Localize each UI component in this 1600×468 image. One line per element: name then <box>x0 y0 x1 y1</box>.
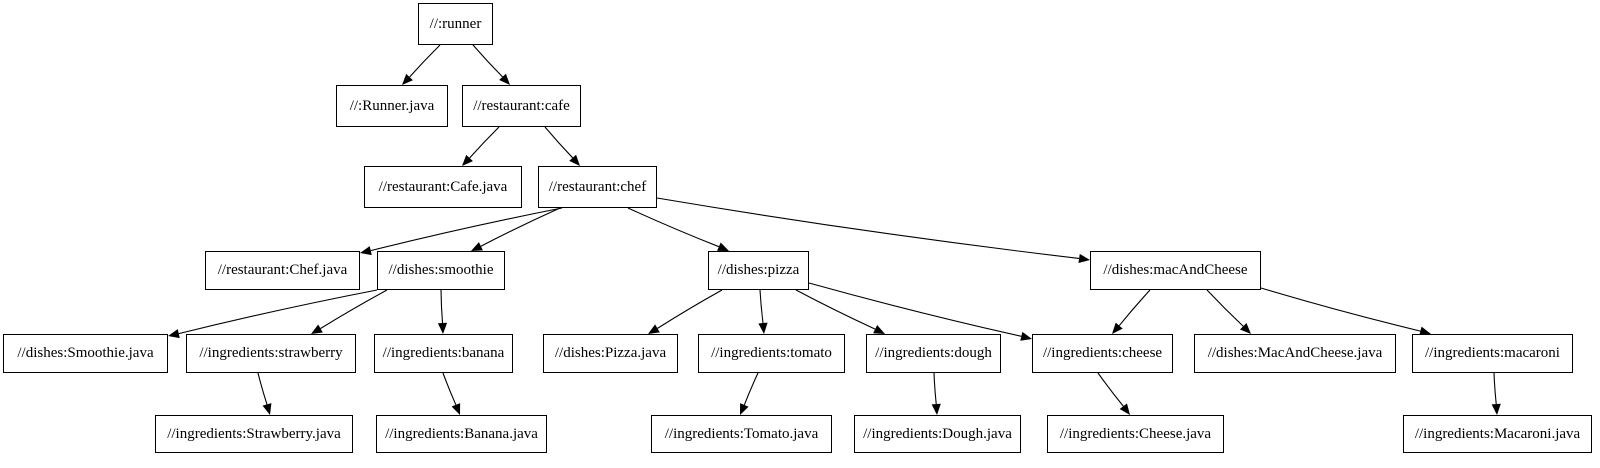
graph-node-restaurant-chef[interactable]: //restaurant:chef <box>538 166 657 208</box>
arrowhead-icon <box>462 154 473 166</box>
graph-edge <box>656 197 1090 263</box>
arrowhead-icon <box>740 403 749 415</box>
arrowhead-icon <box>1078 253 1090 263</box>
arrowhead-icon <box>360 246 372 256</box>
arrowhead-icon <box>1020 331 1032 341</box>
graph-node-ing-dough[interactable]: //ingredients:dough <box>866 334 1001 373</box>
graph-node-label: //restaurant:Chef.java <box>217 262 348 278</box>
arrowhead-icon <box>471 242 483 251</box>
arrowhead-icon <box>1491 403 1501 415</box>
graph-node-label: //dishes:pizza <box>717 262 800 278</box>
graph-node-label: //ingredients:dough <box>875 345 992 361</box>
graph-edge <box>1260 287 1431 336</box>
graph-edge <box>931 372 941 415</box>
graph-node-ing-tomato[interactable]: //ingredients:tomato <box>698 334 845 373</box>
graph-node-ing-macaroni[interactable]: //ingredients:macaroni <box>1412 334 1573 373</box>
graph-edge <box>360 207 563 256</box>
graph-edge <box>544 126 580 166</box>
graph-node-ing-strawberry[interactable]: //ingredients:strawberry <box>186 334 356 373</box>
arrowhead-icon <box>437 322 448 334</box>
graph-node-label: //ingredients:Cheese.java <box>1059 425 1212 442</box>
graph-node-label: //:runner <box>429 15 482 32</box>
graph-edge <box>1491 372 1501 415</box>
graph-edge <box>795 289 885 334</box>
graph-node-mac-java[interactable]: //dishes:MacAndCheese.java <box>1194 334 1396 373</box>
graph-node-label: //ingredients:strawberry <box>199 345 343 361</box>
graph-node-dishes-pizza[interactable]: //dishes:pizza <box>708 251 809 290</box>
graph-node-label: //ingredients:Banana.java <box>385 425 538 442</box>
graph-edge <box>471 207 561 251</box>
graph-edge <box>648 289 723 334</box>
graph-node-dishes-smoothie[interactable]: //dishes:smoothie <box>377 251 505 290</box>
arrowhead-icon <box>758 322 768 334</box>
graph-node-label: //ingredients:banana <box>382 345 505 361</box>
graph-edge <box>437 289 448 334</box>
graph-edge <box>1206 289 1251 334</box>
arrowhead-icon <box>931 403 941 415</box>
graph-node-label: //restaurant:cafe <box>473 97 570 114</box>
arrowhead-icon <box>1112 322 1123 334</box>
graph-node-label: //ingredients:Tomato.java <box>664 425 819 442</box>
arrowhead-icon <box>648 324 660 334</box>
arrowhead-icon <box>402 73 413 85</box>
graph-node-label: //ingredients:tomato <box>711 345 832 361</box>
graph-edge <box>442 372 461 415</box>
graph-edge <box>1097 372 1130 415</box>
arrowhead-icon <box>1239 322 1251 334</box>
graph-node-label: //ingredients:Dough.java <box>863 425 1012 442</box>
graph-node-ing-cheese[interactable]: //ingredients:cheese <box>1032 334 1173 373</box>
graph-node-label: //ingredients:cheese <box>1042 345 1163 361</box>
graph-node-runner[interactable]: //:runner <box>418 3 493 45</box>
graph-node-label: //dishes:MacAndCheese.java <box>1207 345 1383 361</box>
graph-edge <box>462 126 500 166</box>
graph-edge <box>740 372 759 415</box>
graph-node-label: //restaurant:chef <box>548 178 647 195</box>
arrowhead-icon <box>311 324 323 334</box>
graph-node-runner-java[interactable]: //:Runner.java <box>336 85 448 127</box>
graph-node-banana-java[interactable]: //ingredients:Banana.java <box>376 415 547 453</box>
graph-node-ing-banana[interactable]: //ingredients:banana <box>374 334 513 373</box>
graph-node-dough-java[interactable]: //ingredients:Dough.java <box>854 415 1021 453</box>
graph-node-dishes-mac[interactable]: //dishes:macAndCheese <box>1090 251 1261 290</box>
graph-node-macaroni-java[interactable]: //ingredients:Macaroni.java <box>1403 415 1592 453</box>
graph-node-strawberry-java[interactable]: //ingredients:Strawberry.java <box>155 415 353 453</box>
graph-node-smoothie-java[interactable]: //dishes:Smoothie.java <box>3 334 168 373</box>
graph-edge <box>472 44 510 85</box>
graph-edge <box>168 289 378 339</box>
graph-edge <box>758 289 768 334</box>
graph-node-cheese-java[interactable]: //ingredients:Cheese.java <box>1047 415 1224 453</box>
graph-edge <box>402 44 441 85</box>
graph-node-pizza-java[interactable]: //dishes:Pizza.java <box>543 334 678 373</box>
arrowhead-icon <box>499 73 510 85</box>
graph-edge <box>808 282 1032 341</box>
arrowhead-icon <box>168 329 180 339</box>
graph-node-label: //dishes:Smoothie.java <box>17 345 154 361</box>
arrowhead-icon <box>262 403 272 415</box>
graph-node-tomato-java[interactable]: //ingredients:Tomato.java <box>651 415 832 453</box>
graph-edge <box>627 207 729 251</box>
arrowhead-icon <box>1119 403 1130 415</box>
graph-edge <box>1112 289 1151 334</box>
graph-node-label: //:Runner.java <box>349 97 435 114</box>
graph-edge <box>257 372 272 415</box>
graph-node-label: //ingredients:Strawberry.java <box>167 425 341 442</box>
arrowhead-icon <box>1419 326 1431 336</box>
graph-node-chef-java[interactable]: //restaurant:Chef.java <box>205 251 360 290</box>
graph-node-label: //dishes:smoothie <box>388 262 494 278</box>
graph-node-label: //restaurant:Cafe.java <box>378 178 508 195</box>
arrowhead-icon <box>569 154 580 166</box>
arrowhead-icon <box>873 325 885 334</box>
graph-node-label: //dishes:macAndCheese <box>1103 262 1248 278</box>
graph-node-label: //ingredients:Macaroni.java <box>1414 425 1581 442</box>
arrowhead-icon <box>717 242 729 251</box>
arrowhead-icon <box>451 403 461 415</box>
graph-node-restaurant-cafe[interactable]: //restaurant:cafe <box>462 85 581 127</box>
graph-node-cafe-java[interactable]: //restaurant:Cafe.java <box>364 166 522 208</box>
graph-node-label: //ingredients:macaroni <box>1425 345 1560 361</box>
graph-node-label: //dishes:Pizza.java <box>554 345 667 361</box>
graph-edge <box>311 289 388 334</box>
